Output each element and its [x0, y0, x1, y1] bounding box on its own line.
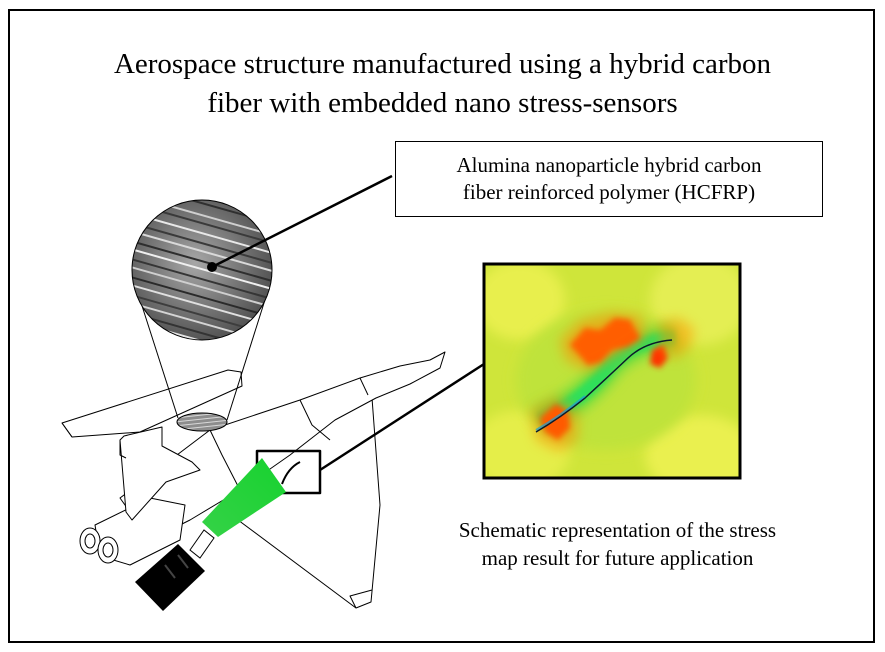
- material-leader-line: [207, 174, 393, 272]
- caption-line-2: map result for future application: [481, 546, 754, 570]
- aircraft-illustration: [61, 351, 446, 609]
- title-line-2: fiber with embedded nano stress-sensors: [207, 87, 678, 119]
- material-label-line-1: Alumina nanoparticle hybrid carbon: [456, 153, 762, 177]
- sensor-beam: [202, 458, 286, 537]
- vertical-tail: [119, 426, 201, 521]
- caption-line-1: Schematic representation of the stress: [458, 518, 777, 542]
- fuselage: [119, 351, 446, 541]
- material-label-line-2: fiber reinforced polymer (HCFRP): [462, 180, 756, 204]
- stress-map: [482, 262, 742, 480]
- stress-map-leader-line: [319, 362, 485, 472]
- material-label-box: Alumina nanoparticle hybrid carbon fiber…: [395, 141, 823, 217]
- title-line-1: Aerospace structure manufactured using a…: [113, 48, 772, 80]
- stress-map-caption: Schematic representation of the stress m…: [405, 516, 830, 572]
- figure-title: Aerospace structure manufactured using a…: [40, 45, 845, 123]
- sensor-device-icon: [135, 529, 215, 611]
